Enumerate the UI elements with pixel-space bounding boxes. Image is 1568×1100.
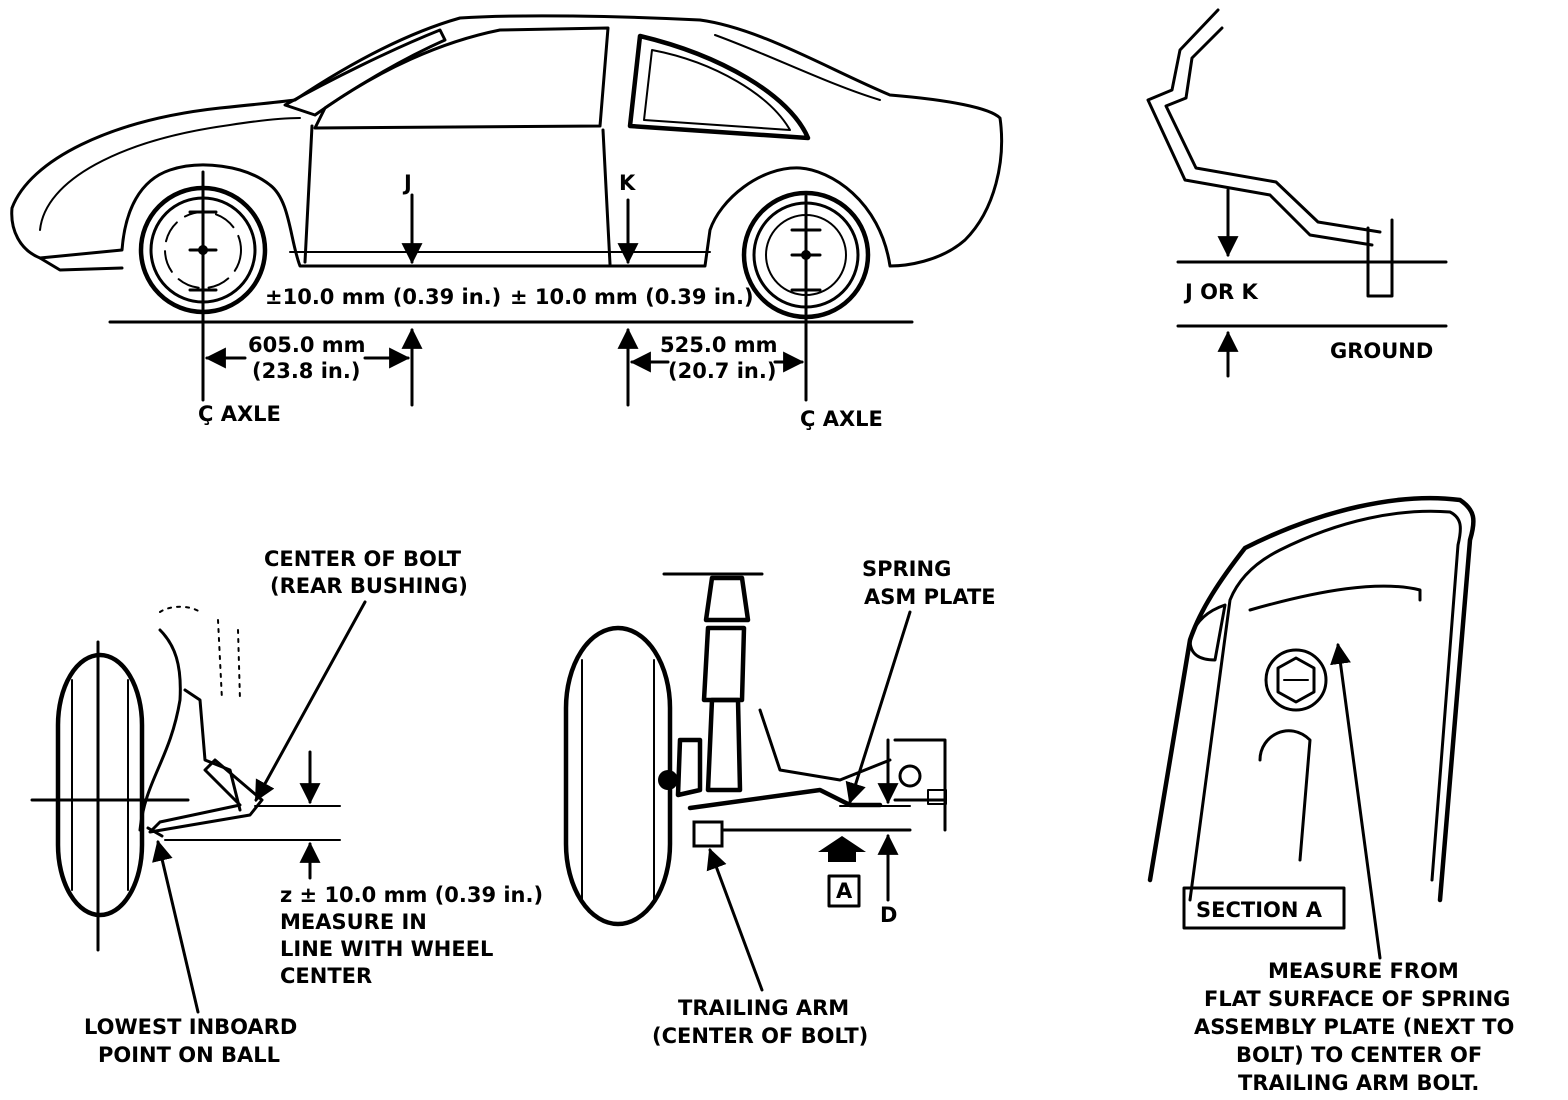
car-hood-line <box>39 117 301 231</box>
ball-leader-line <box>152 839 200 1014</box>
rear-dimension-mm: 525.0 mm <box>660 333 778 357</box>
rear-frame-bolt <box>898 764 922 788</box>
front-tire-tread <box>71 679 129 891</box>
label-ground: GROUND <box>1330 339 1433 363</box>
front-strut-body <box>183 688 242 812</box>
front-tire <box>55 652 145 918</box>
car-front-window <box>313 26 610 130</box>
view-a-arrow <box>818 836 866 862</box>
rear-shock-body <box>705 697 743 793</box>
rear-spring-middle <box>701 625 747 703</box>
rocker-detail: J OR K GROUND <box>1146 8 1448 378</box>
rear-frame-bracket <box>893 738 947 832</box>
spring-label-line2: ASM PLATE <box>864 585 996 609</box>
ball-label-line1: LOWEST INBOARD <box>84 1015 297 1039</box>
section-a-note-line3: ASSEMBLY PLATE (NEXT TO <box>1194 1015 1514 1039</box>
section-a-panel-inner <box>1188 509 1462 902</box>
car-side-view: J K ±10.0 mm (0.39 in.) ± 10.0 mm (0.39 … <box>10 14 1004 431</box>
z-label-line1: z ± 10.0 mm (0.39 in.) <box>280 883 543 907</box>
section-a-title: SECTION A <box>1196 898 1323 922</box>
spring-label-line1: SPRING <box>862 557 951 581</box>
car-rear-window-inner <box>643 49 791 131</box>
section-a-tab <box>1188 603 1227 662</box>
bolt-leader-line <box>254 600 367 802</box>
rear-axle-label: Ç AXLE <box>800 407 883 431</box>
rear-arm-upper <box>758 708 892 782</box>
front-lower-arm <box>148 758 264 834</box>
label-j: J <box>402 171 412 195</box>
label-d: D <box>880 903 897 927</box>
car-door-front-edge <box>303 124 314 264</box>
rear-knuckle <box>675 737 703 798</box>
section-a-note-line2: FLAT SURFACE OF SPRING <box>1204 987 1510 1011</box>
section-a-leader-line <box>1330 642 1382 960</box>
label-j-or-k: J OR K <box>1183 280 1258 304</box>
section-a-note-line1: MEASURE FROM <box>1268 959 1459 983</box>
car-door-rear-edge <box>601 128 612 266</box>
bolt-label-line2: (REAR BUSHING) <box>270 574 468 598</box>
front-axle-label: Ç AXLE <box>198 402 281 426</box>
section-a-slot <box>1258 729 1312 862</box>
rocker-panel-outer <box>1146 8 1374 247</box>
front-ball-joint <box>146 826 164 838</box>
section-a-view: SECTION A MEASURE FROM FLAT SURFACE OF S… <box>1147 495 1514 1095</box>
rocker-panel-inner <box>1164 26 1382 234</box>
front-strut-dotted <box>159 605 241 701</box>
car-front-bumper <box>38 256 124 272</box>
arm-label-line2: (CENTER OF BOLT) <box>652 1024 868 1048</box>
rear-suspension-view: SPRING ASM PLATE A D TRAILING ARM (CENTE… <box>563 557 996 1048</box>
section-a-note-line4: BOLT) TO CENTER OF <box>1236 1043 1482 1067</box>
section-a-note-line5: TRAILING ARM BOLT. <box>1238 1071 1479 1095</box>
z-label-line2: MEASURE IN <box>280 910 427 934</box>
rear-wheel <box>741 190 871 402</box>
z-label-line3: LINE WITH WHEEL <box>280 937 493 961</box>
front-wheel <box>138 170 268 402</box>
bolt-label-line1: CENTER OF BOLT <box>264 547 462 571</box>
rear-dimension-in: (20.7 in.) <box>668 359 776 383</box>
label-view-a: A <box>836 879 853 903</box>
car-rear-window <box>627 33 811 141</box>
trailing-arm-bolt <box>692 820 724 848</box>
rear-tire-tread <box>581 659 655 901</box>
section-a-bolt <box>1264 648 1328 712</box>
front-suspension-view: CENTER OF BOLT (REAR BUSHING) z ± 10.0 m… <box>30 547 543 1067</box>
tolerance-j: ±10.0 mm (0.39 in.) <box>265 285 501 309</box>
car-roof-line <box>714 34 881 101</box>
section-a-flange <box>1248 584 1422 612</box>
front-dimension-mm: 605.0 mm <box>248 333 366 357</box>
front-knuckle <box>138 628 182 832</box>
tolerance-k: ± 10.0 mm (0.39 in.) <box>510 285 754 309</box>
view-a-box <box>827 874 861 908</box>
spring-leader-line <box>845 610 912 805</box>
arm-label-line1: TRAILING ARM <box>678 996 849 1020</box>
rear-spring-upper <box>703 575 751 623</box>
ball-label-line2: POINT ON BALL <box>98 1043 280 1067</box>
section-a-panel-outer <box>1147 495 1476 903</box>
rear-frame-slot <box>927 789 947 805</box>
rear-hub-bolt <box>658 770 678 790</box>
label-k: K <box>619 171 636 195</box>
arm-leader-line <box>706 848 764 992</box>
car-windshield <box>283 28 447 117</box>
car-body-outline <box>10 14 1004 268</box>
z-label-line4: CENTER <box>280 964 372 988</box>
section-a-box <box>1182 886 1346 930</box>
front-dimension-in: (23.8 in.) <box>252 359 360 383</box>
